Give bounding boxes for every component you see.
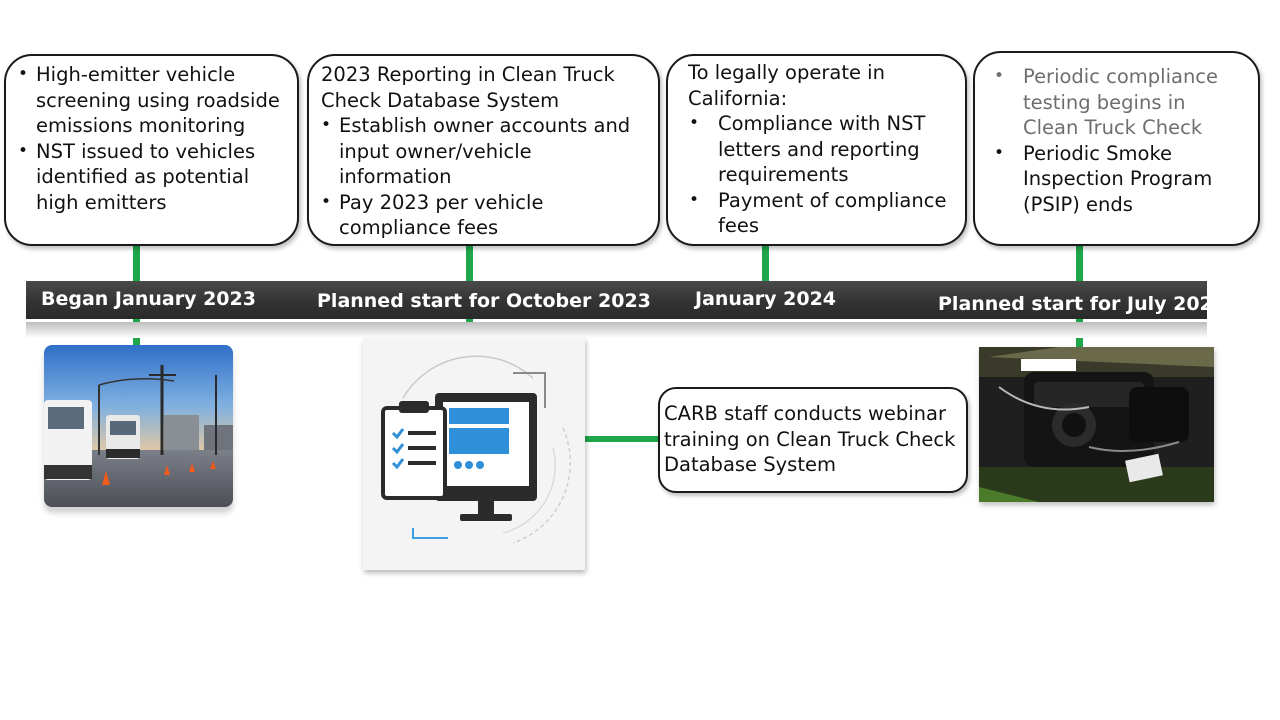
- callout-heading: To legally operate in California:: [688, 61, 885, 110]
- timeline-label-jan-2023: Began January 2023: [41, 288, 256, 310]
- emissions-testing-device-photo: [979, 347, 1214, 502]
- list-item: Payment of compliance fees: [688, 188, 953, 239]
- callout-legal-list: Compliance with NST letters and reportin…: [688, 111, 953, 239]
- timeline-bar-shadow: [26, 322, 1207, 338]
- computer-clipboard-icon-panel: [363, 338, 585, 570]
- callout-periodic-list: Periodic compliance testing begins in Cl…: [993, 64, 1246, 217]
- timeline-label-jul-2024: Planned start for July 2024: [938, 293, 1226, 315]
- connector-horizontal: [584, 436, 658, 442]
- timeline-bar: [26, 281, 1207, 319]
- callout-reporting-list: Establish owner accounts and input owner…: [321, 113, 646, 241]
- callout-roadside-list: High-emitter vehicle screening using roa…: [18, 62, 285, 215]
- list-item: Pay 2023 per vehicle compliance fees: [321, 190, 646, 241]
- list-item: Periodic compliance testing begins in Cl…: [993, 64, 1246, 141]
- roadside-trucks-photo: [44, 345, 233, 507]
- list-item: NST issued to vehicles identified as pot…: [18, 139, 285, 216]
- timeline-label-oct-2023: Planned start for October 2023: [317, 290, 651, 312]
- callout-periodic-testing: Periodic compliance testing begins in Cl…: [973, 51, 1260, 246]
- callout-webinar-text: CARB staff conducts webinar training on …: [664, 402, 956, 476]
- list-item: Compliance with NST letters and reportin…: [688, 111, 953, 188]
- timeline-label-jan-2024: January 2024: [695, 288, 837, 310]
- computer-clipboard-icon: [381, 355, 572, 544]
- callout-webinar-training: CARB staff conducts webinar training on …: [658, 387, 968, 493]
- connector-stem-3: [762, 245, 769, 281]
- list-item: Establish owner accounts and input owner…: [321, 113, 646, 190]
- callout-legal-operation: To legally operate in California: Compli…: [666, 54, 967, 246]
- callout-2023-reporting: 2023 Reporting in Clean Truck Check Data…: [307, 54, 660, 246]
- list-item: Periodic Smoke Inspection Program (PSIP)…: [993, 141, 1246, 218]
- list-item: High-emitter vehicle screening using roa…: [18, 62, 285, 139]
- callout-heading: 2023 Reporting in Clean Truck Check Data…: [321, 63, 615, 112]
- emissions-device-image: [979, 347, 1214, 502]
- callout-roadside-screening: High-emitter vehicle screening using roa…: [4, 54, 299, 246]
- roadside-trucks-image: [44, 345, 233, 507]
